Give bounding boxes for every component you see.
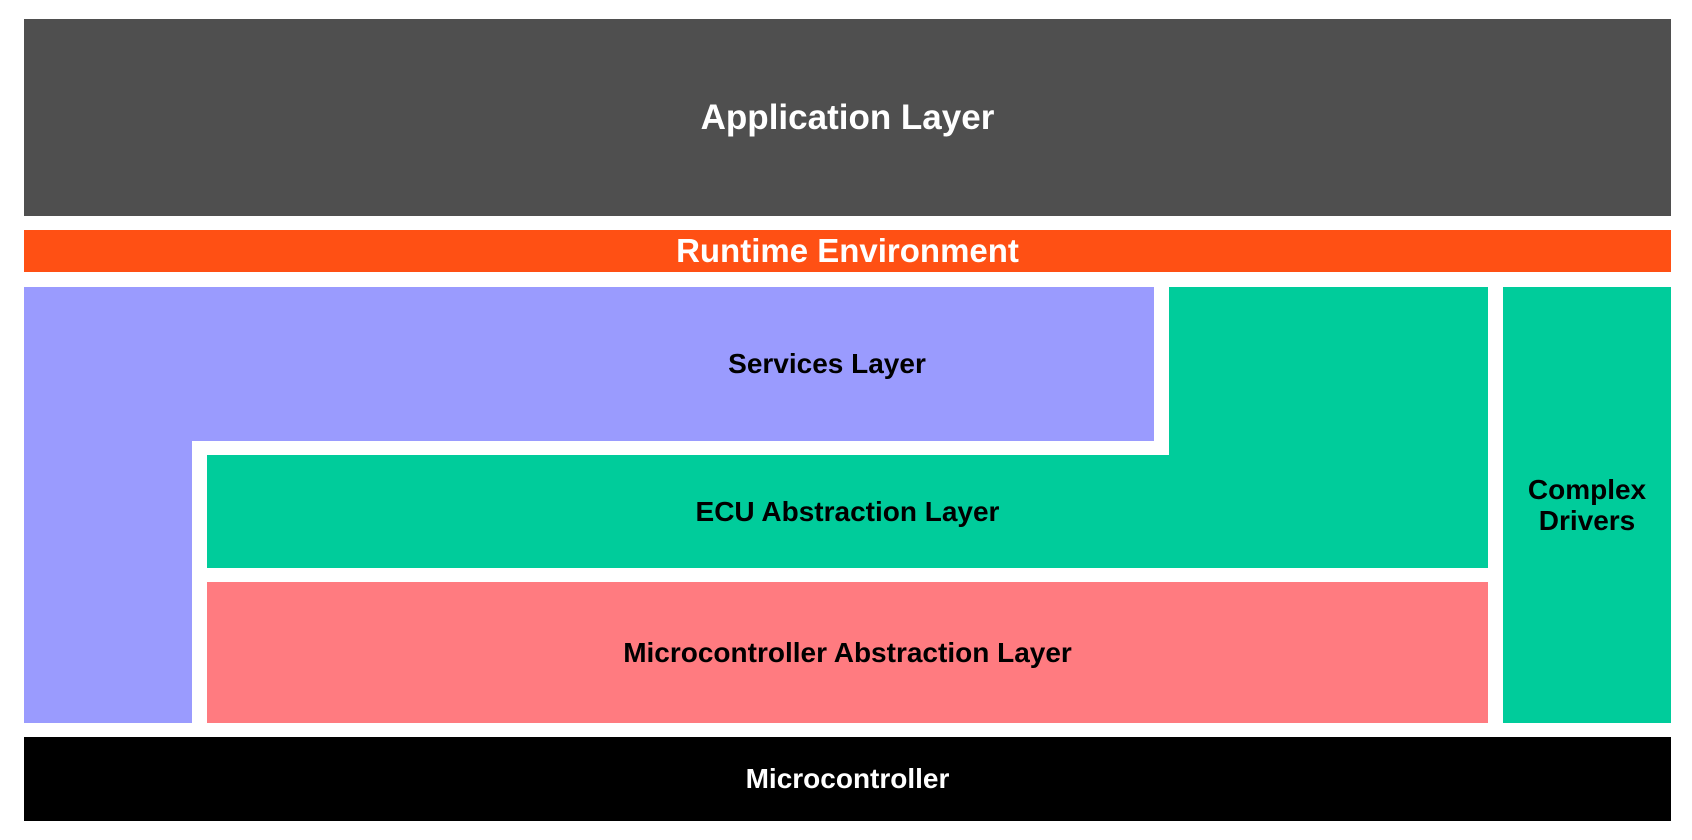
microcontroller-layer (24, 737, 1671, 821)
complex-drivers-label: Complex Drivers (1527, 473, 1647, 536)
complex-drivers-layer (1503, 287, 1671, 723)
services-layer-left-column (24, 287, 192, 723)
services-layer-top (24, 287, 1154, 441)
runtime-environment-label: Runtime Environment (676, 231, 1019, 269)
microcontroller-abstraction-layer-label: Microcontroller Abstraction Layer (623, 636, 1072, 668)
services-layer-label: Services Layer (728, 348, 926, 380)
application-layer-label: Application Layer (700, 97, 995, 137)
ecu-abstraction-layer-bottom (207, 455, 1488, 568)
application-layer (24, 19, 1671, 216)
microcontroller-abstraction-layer (207, 582, 1488, 723)
microcontroller-label: Microcontroller (745, 763, 950, 795)
runtime-environment-layer (24, 230, 1671, 272)
ecu-abstraction-layer-label: ECU Abstraction Layer (695, 495, 1000, 527)
